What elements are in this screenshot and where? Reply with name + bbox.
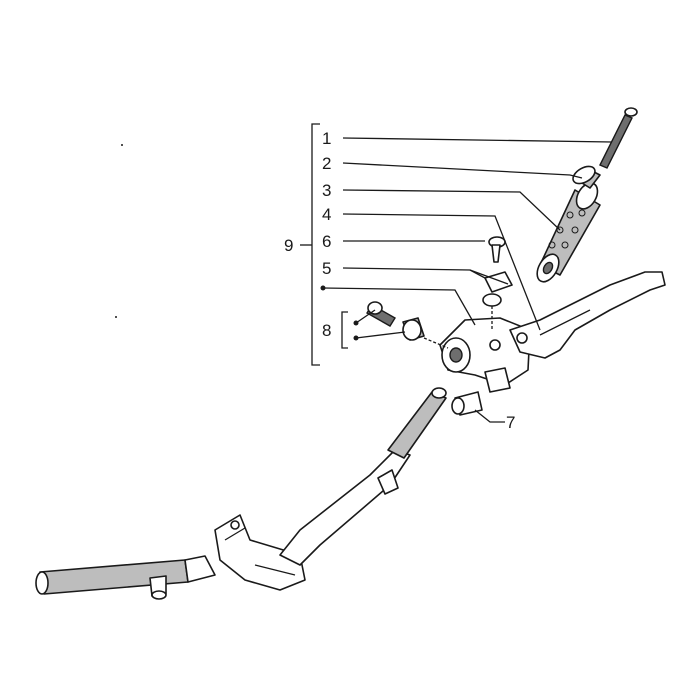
washer-clip — [482, 271, 513, 330]
callout-9: 9 — [284, 236, 293, 255]
callout-labels: 1 2 3 4 6 5 8 9 7 — [284, 129, 515, 432]
callout-3: 3 — [322, 181, 331, 200]
spacer — [572, 165, 601, 189]
callout-7: 7 — [506, 413, 515, 432]
bolt — [599, 107, 638, 169]
pivot-bolt-set — [366, 301, 449, 349]
handlebar — [35, 144, 447, 600]
cable-screw — [488, 236, 506, 263]
callout-5: 5 — [322, 259, 331, 278]
callout-4: 4 — [322, 205, 331, 224]
brake-lever — [509, 271, 666, 359]
callout-2: 2 — [322, 154, 331, 173]
callout-8: 8 — [322, 321, 331, 340]
callout-1: 1 — [322, 129, 331, 148]
callout-6: 6 — [322, 232, 331, 251]
grip — [536, 182, 601, 283]
leader-lines — [300, 123, 613, 423]
adjuster — [451, 391, 483, 416]
bracket-housing — [439, 317, 531, 393]
